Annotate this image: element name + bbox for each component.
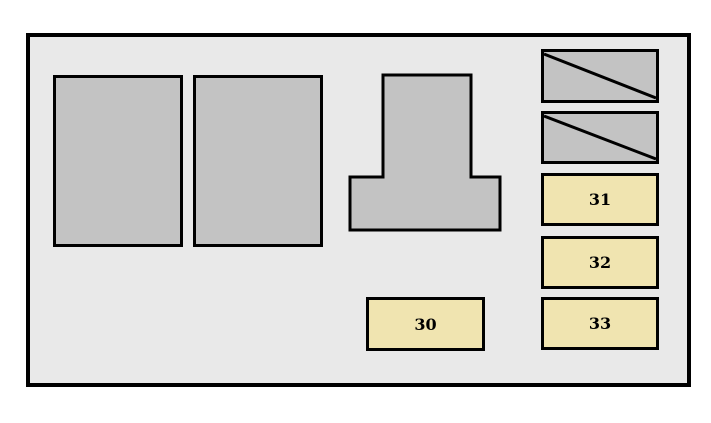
diagonal-line-icon	[544, 52, 656, 100]
empty-slot-top	[541, 49, 659, 103]
fuse-label: 31	[588, 190, 612, 209]
relay-block-left	[53, 75, 183, 247]
fuse-31: 31	[541, 173, 659, 226]
diagonal-line-icon	[544, 114, 656, 161]
tee-relay-block	[348, 73, 503, 233]
fuse-32: 32	[541, 236, 659, 289]
fuse-label: 30	[414, 314, 437, 334]
fuse-label: 32	[588, 253, 612, 272]
fuse-label: 33	[588, 314, 612, 333]
fuse-33: 33	[541, 297, 659, 350]
empty-slot-second	[541, 111, 659, 164]
fuse-30: 30	[366, 297, 485, 351]
relay-block-center	[193, 75, 323, 247]
